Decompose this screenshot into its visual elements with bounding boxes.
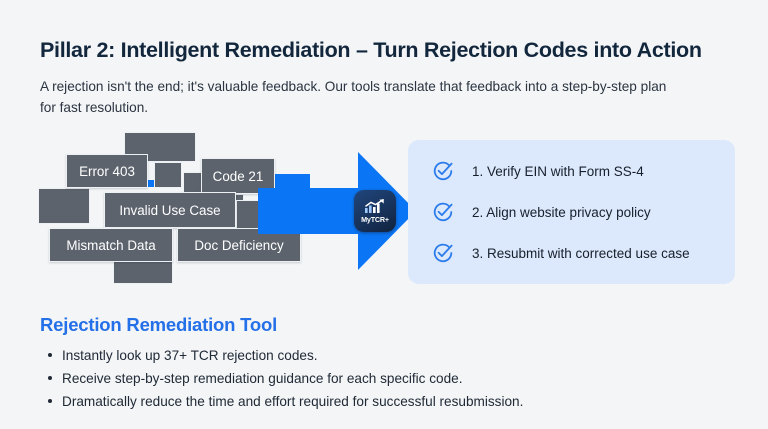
code-block-label: Code 21	[212, 168, 264, 184]
remediation-steps-panel: 1. Verify EIN with Form SS-4 2. Align we…	[408, 140, 735, 284]
circle-check-icon	[433, 243, 453, 263]
checklist-item[interactable]: 1. Verify EIN with Form SS-4	[432, 160, 644, 182]
checklist-item-label: 2. Align website privacy policy	[472, 204, 651, 220]
code-block-label: Doc Deficiency	[194, 237, 284, 253]
bullet-dot-icon	[48, 399, 52, 403]
decorative-block	[38, 188, 90, 224]
list-item: Instantly look up 37+ TCR rejection code…	[40, 344, 720, 367]
code-block-error-403[interactable]: Error 403	[66, 154, 148, 188]
code-block-mismatch-data[interactable]: Mismatch Data	[49, 228, 173, 262]
checklist-item[interactable]: 3. Resubmit with corrected use case	[432, 242, 690, 264]
circle-check-icon	[433, 202, 453, 222]
bullet-dot-icon	[48, 353, 52, 357]
list-item: Receive step-by-step remediation guidanc…	[40, 367, 720, 390]
mytcr-badge-label: MyTCR+	[361, 214, 389, 224]
list-item-label: Instantly look up 37+ TCR rejection code…	[62, 348, 318, 363]
code-block-label: Mismatch Data	[66, 237, 156, 253]
code-block-label: Error 403	[79, 163, 135, 179]
checklist-item[interactable]: 2. Align website privacy policy	[432, 201, 651, 223]
checklist-item-label: 3. Resubmit with corrected use case	[472, 245, 690, 261]
mytcr-badge[interactable]: MyTCR+	[354, 190, 396, 232]
code-block-invalid-use-case[interactable]: Invalid Use Case	[104, 192, 236, 228]
tool-heading: Rejection Remediation Tool	[40, 314, 278, 335]
decorative-block	[154, 162, 182, 188]
page-title: Pillar 2: Intelligent Remediation – Turn…	[40, 38, 702, 62]
list-item: Dramatically reduce the time and effort …	[40, 390, 720, 413]
list-item-label: Dramatically reduce the time and effort …	[62, 394, 524, 409]
decorative-block	[183, 172, 203, 194]
code-block-label: Invalid Use Case	[119, 202, 221, 218]
page-subtitle: A rejection isn't the end; it's valuable…	[40, 79, 667, 115]
circle-check-icon	[433, 161, 453, 181]
checklist-item-label: 1. Verify EIN with Form SS-4	[472, 163, 644, 179]
chart-growth-icon	[365, 198, 384, 213]
tool-benefits-list: Instantly look up 37+ TCR rejection code…	[40, 344, 720, 413]
bullet-dot-icon	[48, 376, 52, 380]
arrow-shape	[258, 152, 416, 270]
list-item-label: Receive step-by-step remediation guidanc…	[62, 371, 463, 386]
process-arrow: MyTCR+	[258, 150, 418, 272]
